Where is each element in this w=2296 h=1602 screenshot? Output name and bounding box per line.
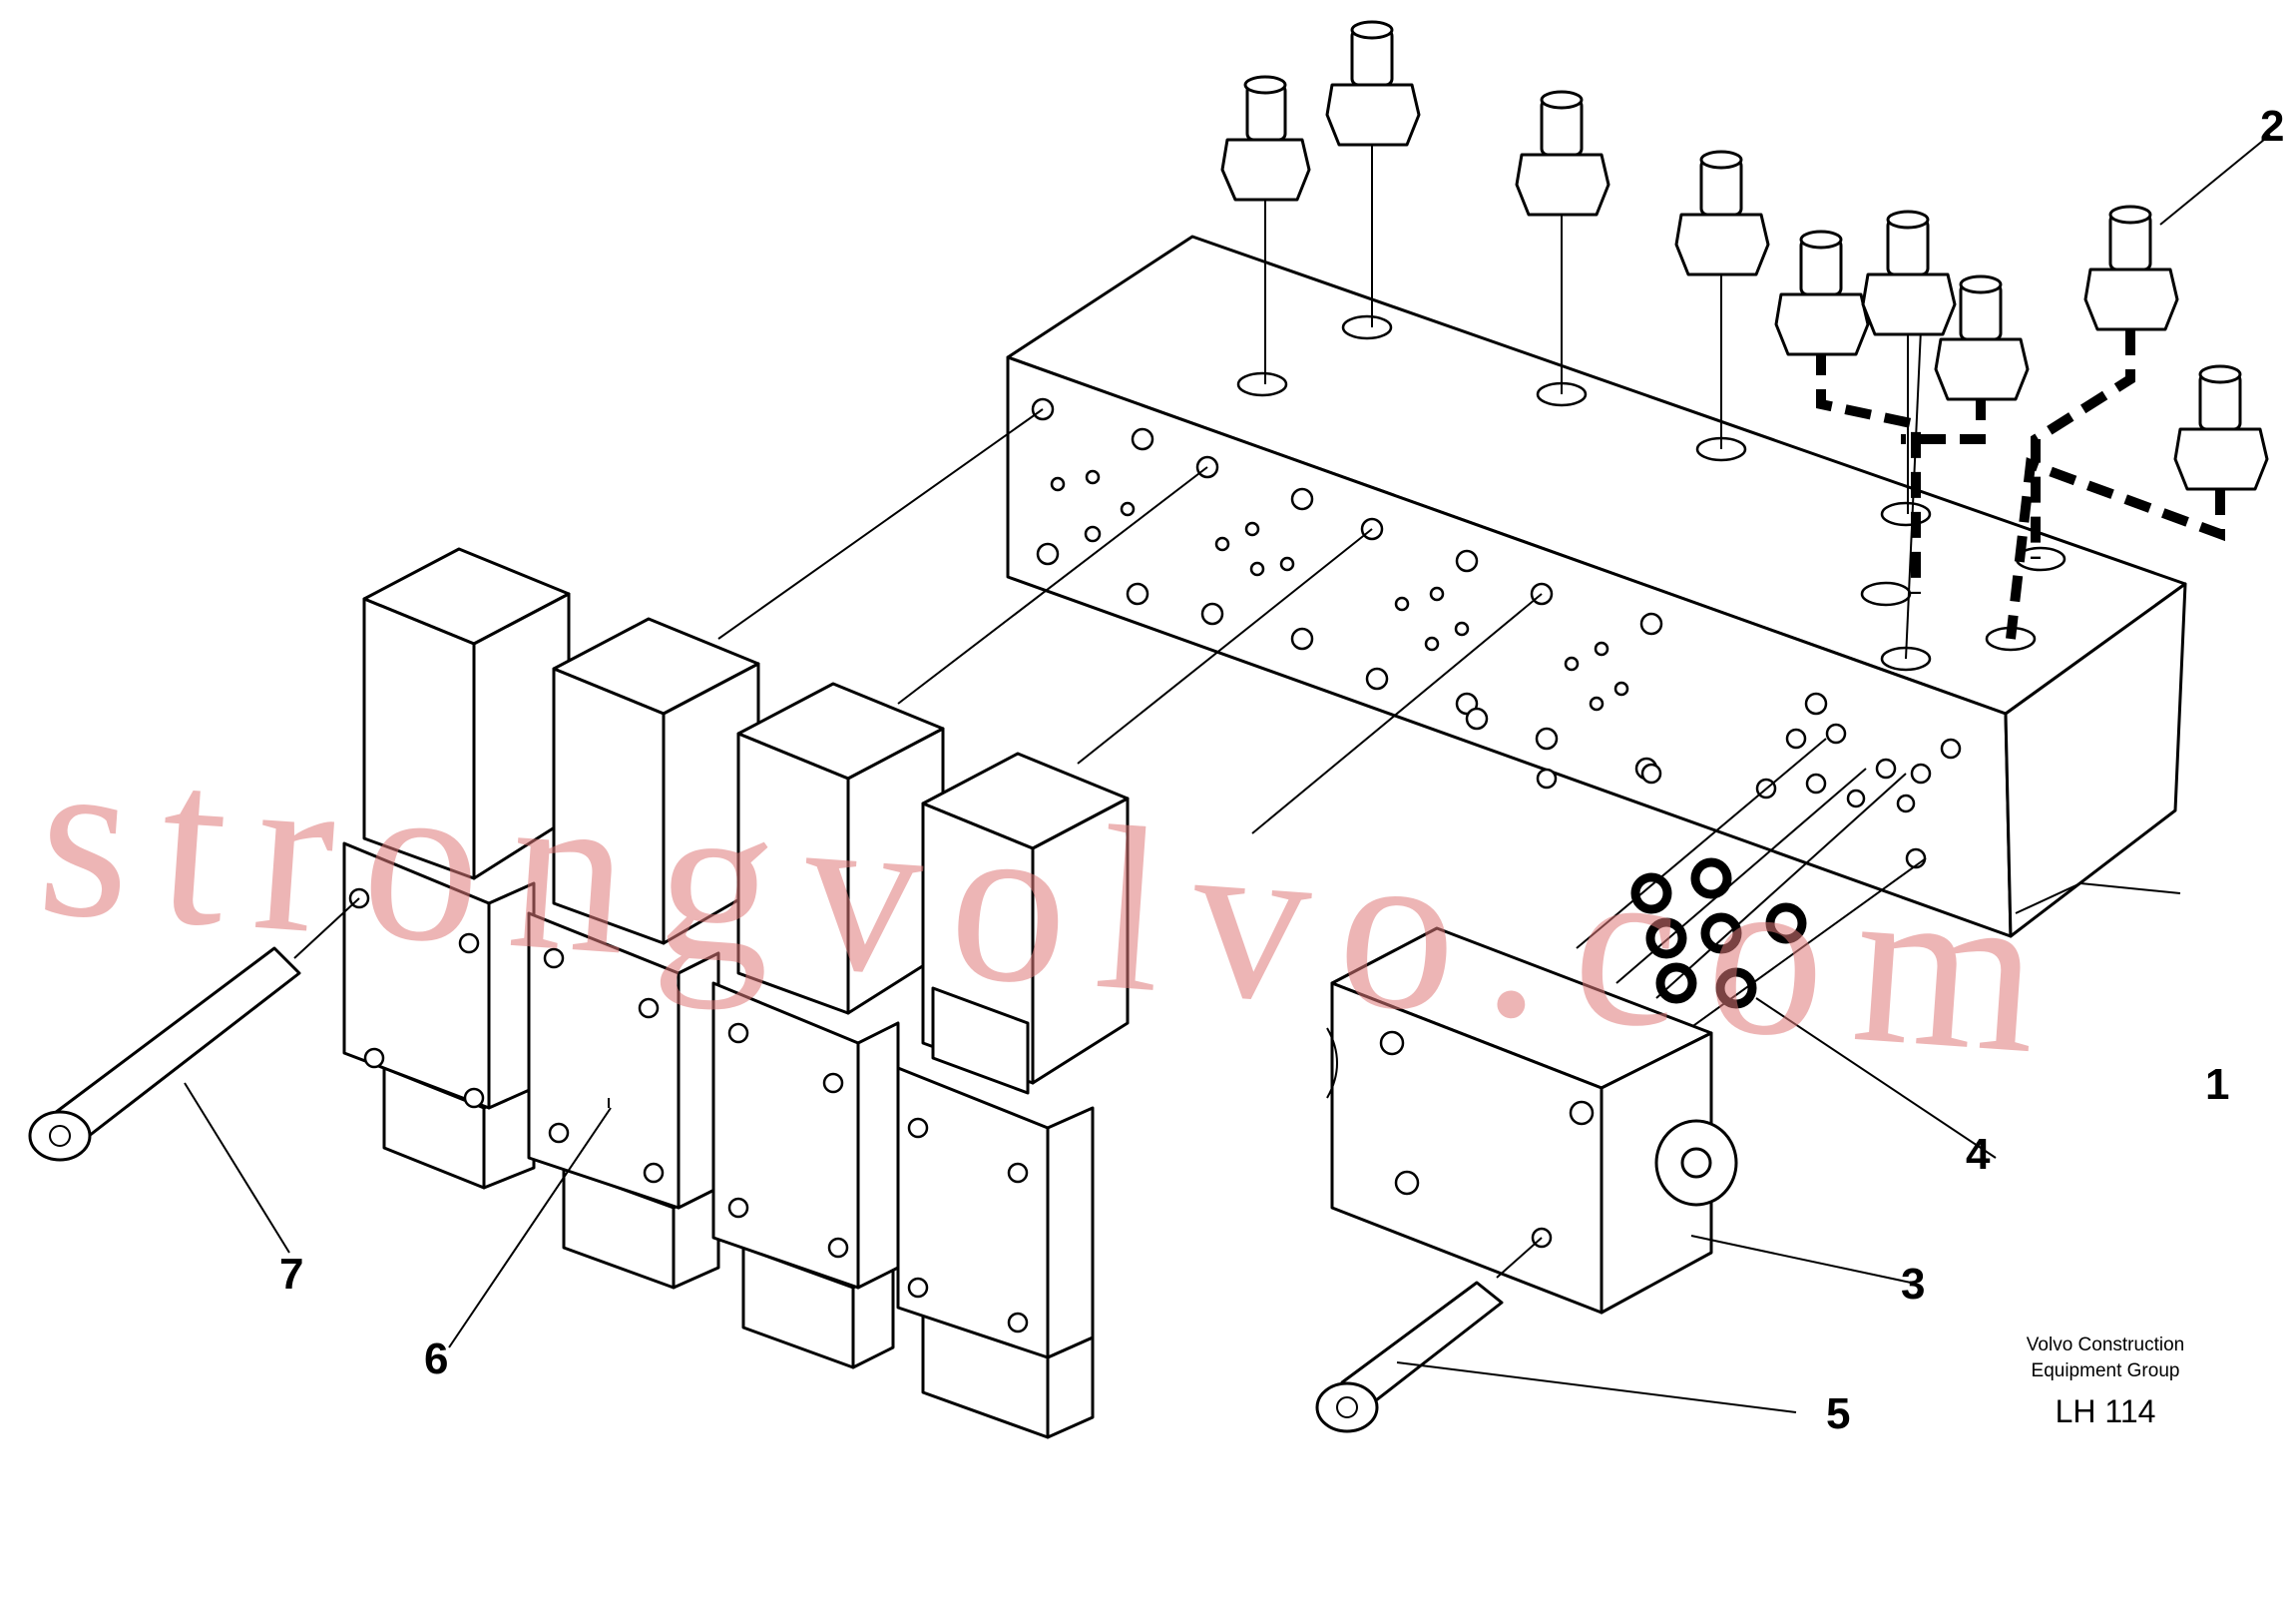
callout-5: 5 xyxy=(1826,1389,1851,1438)
solenoid-valve-3 xyxy=(711,528,1373,1369)
drawing-code: LH 114 xyxy=(2055,1393,2156,1429)
callout-6: 6 xyxy=(424,1335,449,1383)
manufacturer-line-2: Equipment Group xyxy=(2031,1360,2180,1381)
o-rings xyxy=(1630,857,1807,1009)
manifold-front-holes xyxy=(1031,397,1962,869)
fitting-7 xyxy=(1901,274,2030,444)
callout-2: 2 xyxy=(2260,102,2285,151)
callout-3: 3 xyxy=(1901,1260,1926,1309)
fitting-3 xyxy=(1515,90,1610,394)
fitting-8 xyxy=(2031,205,2179,559)
cap-screw-7 xyxy=(28,897,360,1162)
manufacturer-line-1: Volvo Construction xyxy=(2026,1335,2185,1355)
solenoid-valve-1 xyxy=(342,408,1044,1190)
valve-manifold-block xyxy=(1006,235,2187,938)
cap-screw-5 xyxy=(1315,1237,1543,1433)
fitting-9 xyxy=(2006,364,2269,640)
manufacturer-label: Volvo Construction Equipment Group xyxy=(1946,1333,2265,1384)
end-cover-block xyxy=(1326,738,1927,1315)
port-fittings xyxy=(1220,20,2269,660)
callout-leaders xyxy=(184,134,2271,1413)
fitting-6 xyxy=(1861,210,1957,660)
fitting-1 xyxy=(1220,75,1311,384)
fitting-4 xyxy=(1674,150,1770,449)
fitting-5 xyxy=(1774,230,1921,594)
solenoid-valve-4 xyxy=(896,593,1543,1439)
manifold-top-ports xyxy=(1236,314,2066,672)
callout-7: 7 xyxy=(279,1250,304,1299)
fitting-2 xyxy=(1325,20,1421,327)
callout-1: 1 xyxy=(2205,1060,2230,1109)
solenoid-valve-2 xyxy=(527,466,1208,1290)
callout-4: 4 xyxy=(1966,1130,1991,1179)
